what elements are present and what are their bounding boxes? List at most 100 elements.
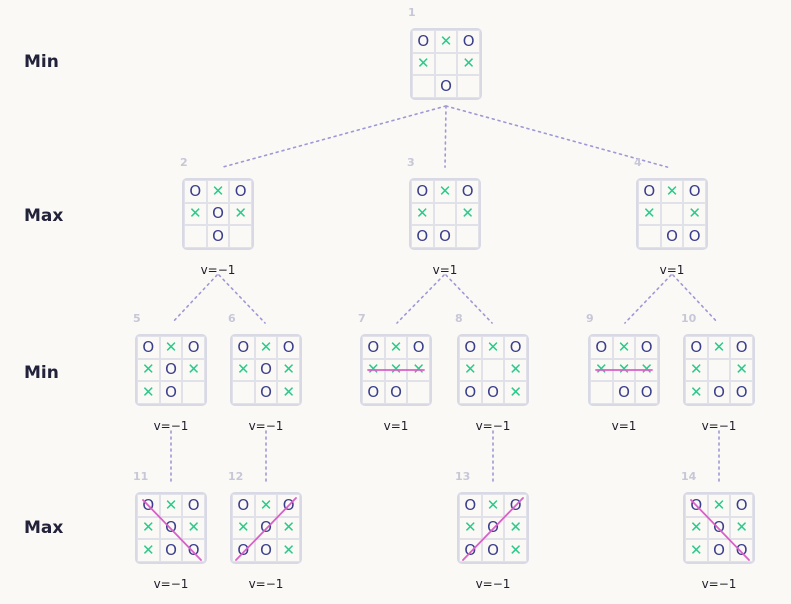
o-mark-icon: O: [638, 180, 661, 203]
x-mark-icon: ✕: [137, 516, 160, 540]
node-number-13: 13: [455, 470, 471, 483]
empty-cell: [412, 75, 435, 98]
o-mark-icon: O: [229, 180, 252, 203]
o-mark-icon: O: [232, 494, 255, 517]
x-mark-icon: ✕: [660, 180, 684, 203]
node-value-13: v=−1: [475, 577, 511, 591]
x-mark-icon: ✕: [685, 516, 708, 540]
level-label-2: Max: [24, 206, 64, 226]
x-mark-icon: ✕: [277, 516, 300, 540]
node-value-7: v=1: [383, 419, 409, 433]
x-mark-icon: ✕: [277, 381, 300, 404]
o-mark-icon: O: [232, 539, 255, 562]
node-value-9: v=1: [611, 419, 637, 433]
empty-cell: [456, 225, 479, 248]
edge-4-10: [672, 274, 719, 324]
edge-3-8: [445, 274, 493, 324]
empty-cell: [182, 381, 205, 404]
x-mark-icon: ✕: [504, 539, 527, 562]
o-mark-icon: O: [434, 75, 458, 98]
x-mark-icon: ✕: [137, 381, 160, 404]
x-mark-icon: ✕: [457, 52, 480, 76]
x-mark-icon: ✕: [277, 358, 300, 382]
o-mark-icon: O: [730, 336, 753, 359]
node-value-4: v=1: [659, 263, 685, 277]
node-value-8: v=−1: [475, 419, 511, 433]
o-mark-icon: O: [683, 180, 706, 203]
x-mark-icon: ✕: [254, 336, 278, 359]
win-line-node-12: [235, 497, 297, 561]
x-mark-icon: ✕: [638, 202, 661, 226]
o-mark-icon: O: [159, 381, 183, 404]
o-mark-icon: O: [384, 381, 408, 404]
level-label-3: Min: [24, 363, 59, 383]
o-mark-icon: O: [707, 516, 731, 540]
empty-cell: [434, 52, 458, 76]
x-mark-icon: ✕: [504, 381, 527, 404]
o-mark-icon: O: [635, 336, 658, 359]
x-mark-icon: ✕: [707, 336, 731, 359]
x-mark-icon: ✕: [229, 202, 252, 226]
node-value-3: v=1: [432, 263, 458, 277]
level-label-4: Max: [24, 518, 64, 538]
x-mark-icon: ✕: [232, 516, 255, 540]
o-mark-icon: O: [459, 494, 482, 517]
x-mark-icon: ✕: [412, 52, 435, 76]
edge-1-4: [445, 105, 669, 168]
node-number-12: 12: [228, 470, 244, 483]
o-mark-icon: O: [184, 180, 207, 203]
x-mark-icon: ✕: [159, 336, 183, 359]
o-mark-icon: O: [362, 336, 385, 359]
o-mark-icon: O: [412, 30, 435, 53]
node-value-12: v=−1: [248, 577, 284, 591]
win-line-node-11: [142, 499, 202, 561]
o-mark-icon: O: [660, 225, 684, 248]
o-mark-icon: O: [685, 336, 708, 359]
o-mark-icon: O: [456, 180, 479, 203]
o-mark-icon: O: [182, 494, 205, 517]
o-mark-icon: O: [459, 381, 482, 404]
o-mark-icon: O: [481, 516, 505, 540]
o-mark-icon: O: [730, 494, 753, 517]
o-mark-icon: O: [137, 336, 160, 359]
node-number-3: 3: [407, 156, 415, 169]
node-value-2: v=−1: [200, 263, 236, 277]
x-mark-icon: ✕: [277, 539, 300, 562]
node-number-5: 5: [133, 312, 141, 325]
x-mark-icon: ✕: [459, 516, 482, 540]
x-mark-icon: ✕: [232, 358, 255, 382]
x-mark-icon: ✕: [459, 358, 482, 382]
o-mark-icon: O: [481, 539, 505, 562]
o-mark-icon: O: [459, 539, 482, 562]
o-mark-icon: O: [433, 225, 457, 248]
node-number-11: 11: [133, 470, 149, 483]
x-mark-icon: ✕: [481, 494, 505, 517]
empty-cell: [407, 381, 430, 404]
win-line-node-9: [595, 369, 653, 371]
empty-cell: [707, 358, 731, 382]
o-mark-icon: O: [254, 539, 278, 562]
level-label-1: Min: [24, 52, 59, 72]
node-number-10: 10: [681, 312, 697, 325]
node-number-1: 1: [408, 6, 416, 19]
empty-cell: [433, 202, 457, 226]
x-mark-icon: ✕: [182, 516, 205, 540]
node-value-10: v=−1: [701, 419, 737, 433]
win-line: [462, 497, 524, 561]
o-mark-icon: O: [730, 381, 753, 404]
x-mark-icon: ✕: [184, 202, 207, 226]
x-mark-icon: ✕: [707, 494, 731, 517]
win-line: [142, 499, 202, 561]
empty-cell: [184, 225, 207, 248]
x-mark-icon: ✕: [481, 336, 505, 359]
node-value-5: v=−1: [153, 419, 189, 433]
o-mark-icon: O: [730, 539, 753, 562]
win-line-node-7: [367, 369, 425, 371]
o-mark-icon: O: [206, 225, 230, 248]
node-number-6: 6: [228, 312, 236, 325]
